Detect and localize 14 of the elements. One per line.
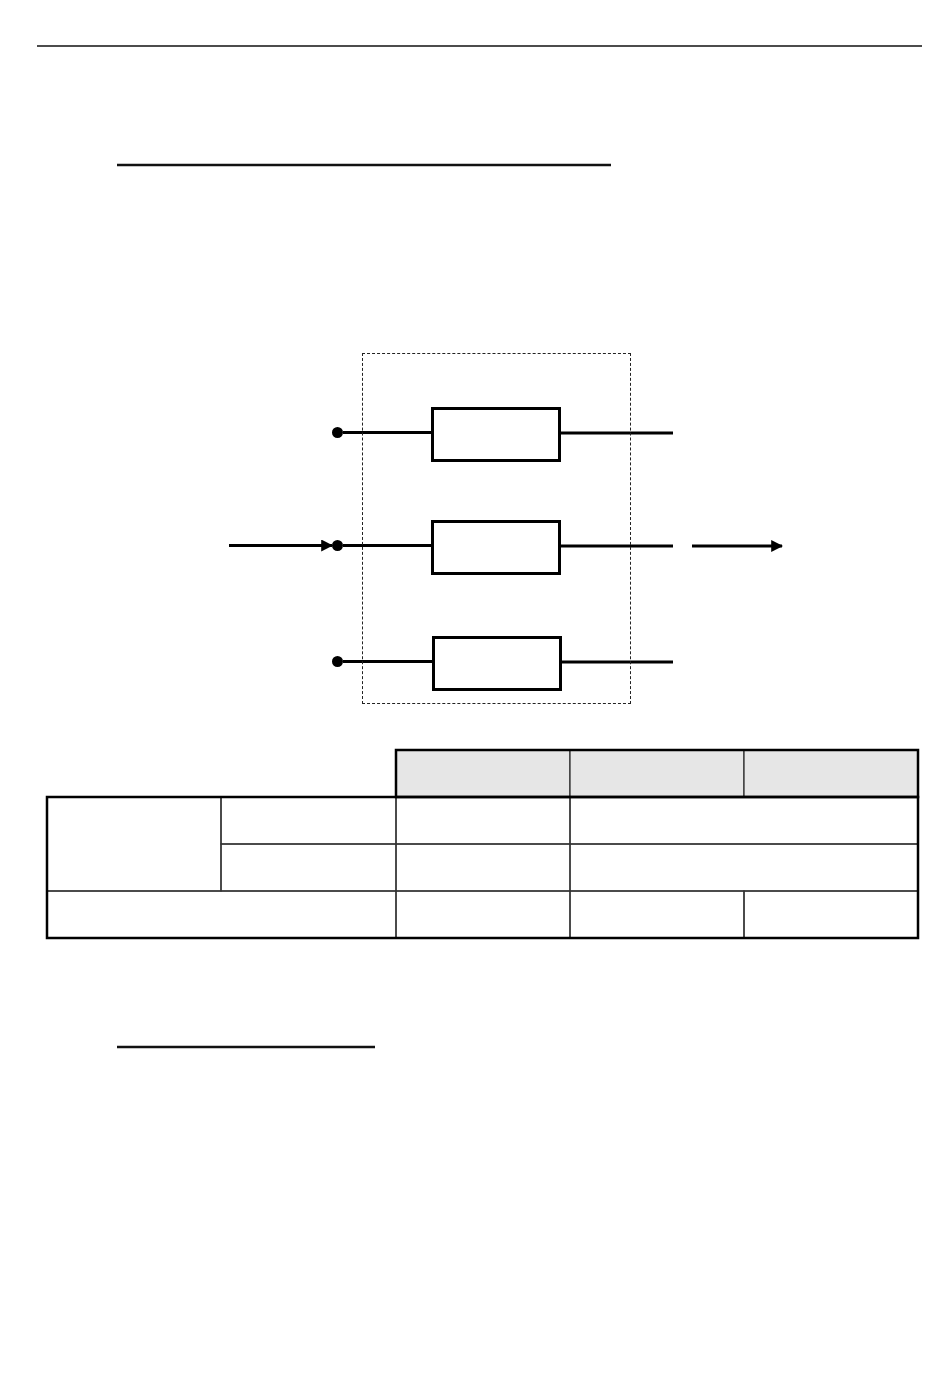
wire-line [343,544,431,547]
arrow [229,539,334,552]
resistor-box [432,636,562,691]
wire-line [561,431,673,435]
terminal-dot [332,540,343,551]
wire-line [343,431,431,434]
terminal-dot [332,427,343,438]
wire-line [343,660,432,663]
wire-line [561,544,673,548]
terminal-dot [332,656,343,667]
dashed-enclosure [362,353,631,704]
resistor-box [431,407,561,462]
wire-line [562,660,673,664]
resistor-box [431,520,561,575]
